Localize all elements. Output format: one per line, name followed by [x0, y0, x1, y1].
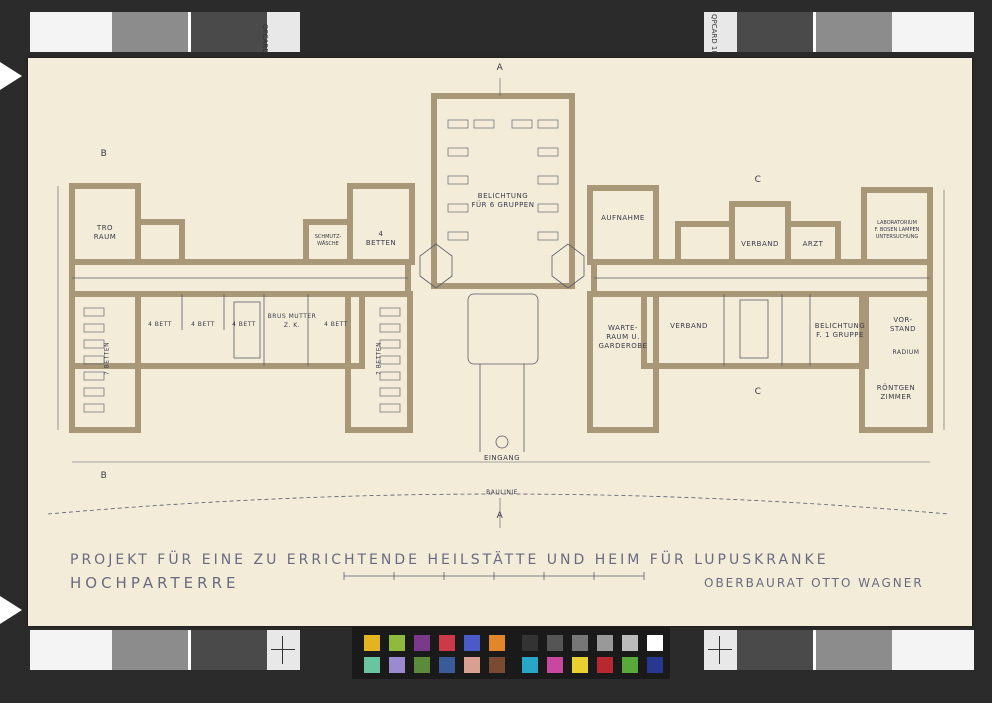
room-label: RADIUM — [892, 349, 920, 356]
wall-right-aufnahme — [587, 185, 659, 265]
color-swatch — [522, 635, 538, 651]
room-label: 4 BETT — [191, 321, 215, 328]
beds-hall — [447, 119, 559, 241]
color-swatch — [647, 657, 663, 673]
calibration-strip-top-left: QPCARD 10 — [30, 12, 300, 65]
drawing-author: OBERBAURAT OTTO WAGNER — [704, 576, 924, 590]
building-walls — [69, 93, 933, 433]
color-swatch — [439, 657, 455, 673]
room-label: VOR- STAND — [889, 316, 917, 333]
room-label: VERBAND — [670, 322, 708, 330]
color-swatch — [597, 657, 613, 673]
beds-left — [83, 307, 401, 413]
left-arrow-marker — [0, 596, 22, 624]
card-label: QPCARD 10 — [710, 14, 718, 55]
dimension-lines — [57, 78, 945, 528]
drawing-title: PROJEKT FÜR EINE ZU ERRICHTENDE HEILSTÄT… — [70, 552, 829, 568]
color-swatch — [547, 657, 563, 673]
floor-plan-drawing — [47, 78, 949, 580]
wall-right-lower — [641, 291, 869, 369]
calibration-strip-top-right: QPCARD 10 — [704, 12, 974, 55]
color-swatch — [464, 657, 480, 673]
room-label: RÖNTGEN ZIMMER — [876, 384, 916, 401]
color-swatch — [439, 635, 455, 651]
wall-right-warte — [587, 291, 659, 433]
color-swatch — [389, 635, 405, 651]
wall-right-labor — [861, 187, 933, 265]
color-swatch — [489, 635, 505, 651]
wall-right-verband — [729, 201, 791, 265]
wall-right-small — [675, 221, 735, 265]
room-label: LABORATORIUM F. BOSEN LAMPEN UNTERSUCHUN… — [874, 220, 920, 240]
section-mark: B — [100, 149, 108, 159]
wall-left-4betten — [347, 183, 415, 265]
color-swatch — [622, 657, 638, 673]
room-label: TRO RAUM — [93, 224, 117, 241]
room-label: VERBAND — [741, 240, 779, 248]
room-label: 7 BETTEN — [375, 341, 383, 376]
color-swatch — [489, 657, 505, 673]
color-swatch — [622, 635, 638, 651]
drawing-subtitle: HOCHPARTERRE — [70, 574, 240, 592]
section-mark: C — [754, 387, 762, 397]
calibration-strip-bottom-left — [30, 630, 300, 670]
color-swatch — [414, 657, 430, 673]
wall-left-7betten-a — [69, 291, 141, 433]
interior-lines — [72, 243, 930, 452]
wall-right-arzt — [785, 221, 841, 265]
section-mark: C — [754, 175, 762, 185]
wall-central-hall — [431, 93, 575, 289]
color-swatch — [464, 635, 480, 651]
left-arrow-marker — [0, 62, 22, 90]
room-label: BRUS MUTTER Z. K. — [267, 313, 317, 329]
room-label: 4 BETTEN — [365, 230, 397, 247]
color-swatch — [522, 657, 538, 673]
room-label: 4 BETT — [324, 321, 348, 328]
color-swatch — [647, 635, 663, 651]
color-swatch — [572, 635, 588, 651]
room-label: BAULINIE — [486, 489, 518, 496]
color-swatch — [572, 657, 588, 673]
color-swatch — [389, 657, 405, 673]
color-swatch — [364, 635, 380, 651]
room-label: ARZT — [802, 240, 824, 248]
color-swatch — [597, 635, 613, 651]
room-label: 7 BETTEN — [103, 341, 111, 376]
room-label: BELICHTUNG F. 1 GRUPPE — [814, 322, 866, 339]
scale-bar — [343, 572, 645, 580]
wall-left-small — [135, 219, 185, 265]
room-label: EINGANG — [483, 454, 521, 462]
wall-left-7betten-b — [345, 291, 413, 433]
room-label: 4 BETT — [232, 321, 256, 328]
section-mark: A — [496, 63, 504, 73]
color-swatch — [364, 657, 380, 673]
baulinie-curve — [47, 493, 949, 515]
section-mark: B — [100, 471, 108, 481]
color-swatch — [547, 635, 563, 651]
room-label: AUFNAHME — [601, 214, 645, 222]
wall-right-roentgen — [859, 291, 933, 433]
calibration-strip-bottom-right — [704, 630, 974, 670]
section-mark: A — [496, 511, 504, 521]
color-swatch — [414, 635, 430, 651]
room-label: BELICHTUNG FÜR 6 GRUPPEN — [471, 192, 535, 209]
room-label: WARTE- RAUM U. GARDEROBE — [598, 324, 648, 350]
color-checker — [352, 627, 670, 679]
room-label: 4 BETT — [148, 321, 172, 328]
wall-left-lower — [69, 291, 365, 369]
room-label: SCHMUTZ- WÄSCHE — [314, 234, 342, 247]
floor-plan-sheet: TRO RAUM BELICHTUNG FÜR 6 GRUPPEN AUFNAH… — [28, 58, 972, 626]
